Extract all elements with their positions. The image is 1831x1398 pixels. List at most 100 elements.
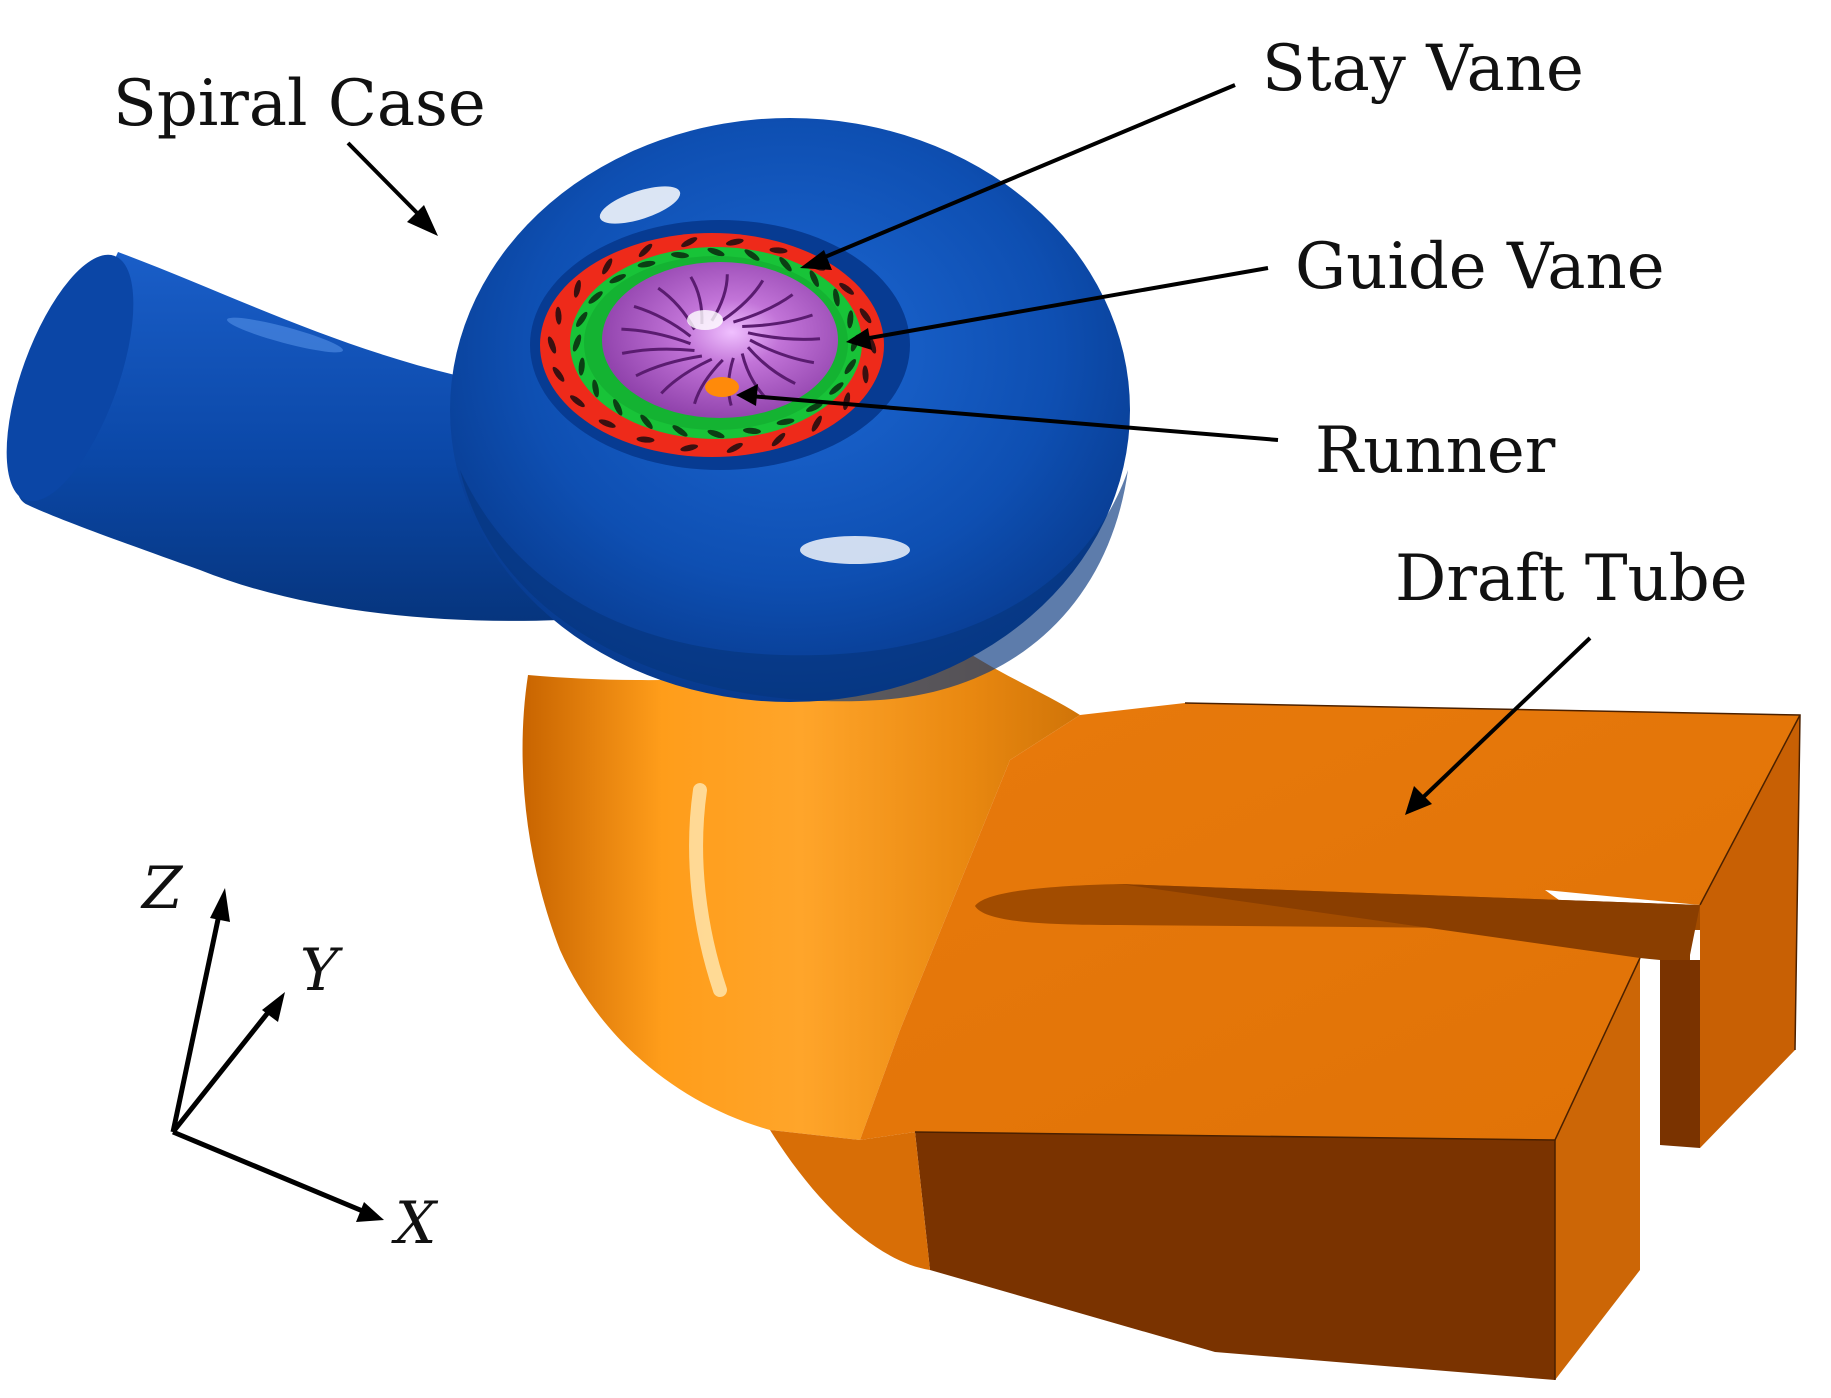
z-axis-arrowhead [210,888,230,922]
coordinate-axes [170,909,366,1215]
guide-vane-blade [833,288,840,307]
runner [602,262,838,418]
guide-vane-blade [707,247,725,257]
guide-vane-blade [575,311,588,327]
spiral-case-highlight-bottom [800,536,910,564]
guide-vane-blade [588,291,603,304]
y-axis-arrowhead [262,992,285,1022]
runner-blade [747,331,821,341]
draft-tube-front-face [915,1132,1555,1380]
stay-vane-blade [573,279,581,298]
guide-vane-blade [609,274,626,284]
runner-blade [749,338,815,365]
draft-tube-edges [914,702,1801,1380]
runner-blade [621,327,692,346]
spiral-case-torus-shade [460,470,1128,702]
draft-tube-base [770,1130,930,1270]
runner-blade [660,357,713,395]
stay-vane-blade [769,247,788,254]
guide-vane-blade [707,429,725,439]
draft-tube-lower-right-face [1555,958,1640,1380]
spiral-case-highlight-inlet [227,317,343,353]
axis-arrowheads [210,888,384,1222]
arrowheads [407,205,1432,815]
guide-vane-arrowhead [846,328,872,350]
runner-blade [693,358,724,405]
guide-vane-blade [806,402,823,412]
runner-blade [721,279,765,322]
runner-blade [746,346,796,385]
guide-vane-blade [613,399,623,416]
guide-vane-blade [578,357,585,376]
stay-vane-blade [726,442,743,453]
stay-vane-blade [725,238,744,246]
axis-label-x: X [391,1189,439,1257]
guide-vane-blade [776,418,795,426]
x-axis-line [172,1129,366,1215]
stay-vane-blade [680,444,699,452]
guide-vane-blade [671,252,689,259]
guide-vane-blade [672,425,688,437]
x-axis-arrowhead [356,1202,384,1222]
runner-blade [621,347,695,355]
stay-vane-blade [859,308,872,324]
stay-vane-blade [771,432,786,447]
stay-vane-blade [552,366,565,382]
draft-tube-right-face [1700,715,1800,1148]
stay-vane-blade [598,419,616,428]
stay-vane-blade [636,436,655,443]
label-draft-tube: Draft Tube [1395,542,1748,616]
draft-tube-elbow [522,640,1080,1140]
stay-vane-blade [602,258,613,275]
spiral-case-arrowhead [407,205,438,236]
guide-vane-arrow [857,266,1269,342]
z-axis-line [170,909,223,1133]
guide-vane-blade [844,359,857,375]
y-axis-line [171,1008,272,1134]
runner-blade [633,304,692,338]
spiral-case-highlight-top [599,186,681,224]
runner-blade [635,354,703,378]
runner-blade [732,293,794,324]
spiral-case-inlet-cap [6,254,134,502]
stay-vane-blade [839,282,854,295]
label-guide-vane: Guide Vane [1295,230,1665,304]
stay-vane-arrowhead [800,250,832,270]
guide-vane-blade [847,310,854,329]
guide-vane-blade [809,270,819,287]
label-stay-vane: Stay Vane [1262,32,1584,106]
spiral-case [6,118,1130,702]
stay-vane-blade [638,243,653,258]
guide-vane-blade [744,249,760,261]
spiral-case-inlet [16,252,560,621]
guide-vane-blade [779,257,792,272]
guide-vane-blade [640,414,653,429]
annotations [346,83,1592,807]
stay-vane-blade [555,306,562,325]
runner-hub [705,377,739,397]
guide-vane-blade [592,379,599,398]
axis-label-y: Y [300,936,343,1004]
stay-vane-blade [547,336,557,354]
spiral-case-arrow [346,141,430,226]
guide-vane-blade [572,334,582,352]
runner-highlight [687,310,723,330]
draft-tube [522,640,1801,1380]
guide-vane-blade [829,382,844,395]
label-spiral-case: Spiral Case [113,67,486,141]
stay-vane-blade [862,365,869,384]
axis-label-z: Z [140,854,184,922]
draft-tube-upper-exit [1660,960,1700,1148]
guide-vane-blade [637,260,656,268]
draft-tube-elbow-highlight [689,783,727,997]
runner-blade [742,313,813,328]
draft-tube-slot-wall [1120,884,1700,1145]
label-runner: Runner [1315,414,1556,488]
draft-tube-arrowhead [1405,786,1432,815]
draft-tube-arrow [1413,636,1592,807]
stay-vane-blade [570,395,585,408]
runner-arrow [749,394,1279,442]
stay-vane-blade [681,237,698,248]
stay-vane-arrow [812,83,1236,264]
